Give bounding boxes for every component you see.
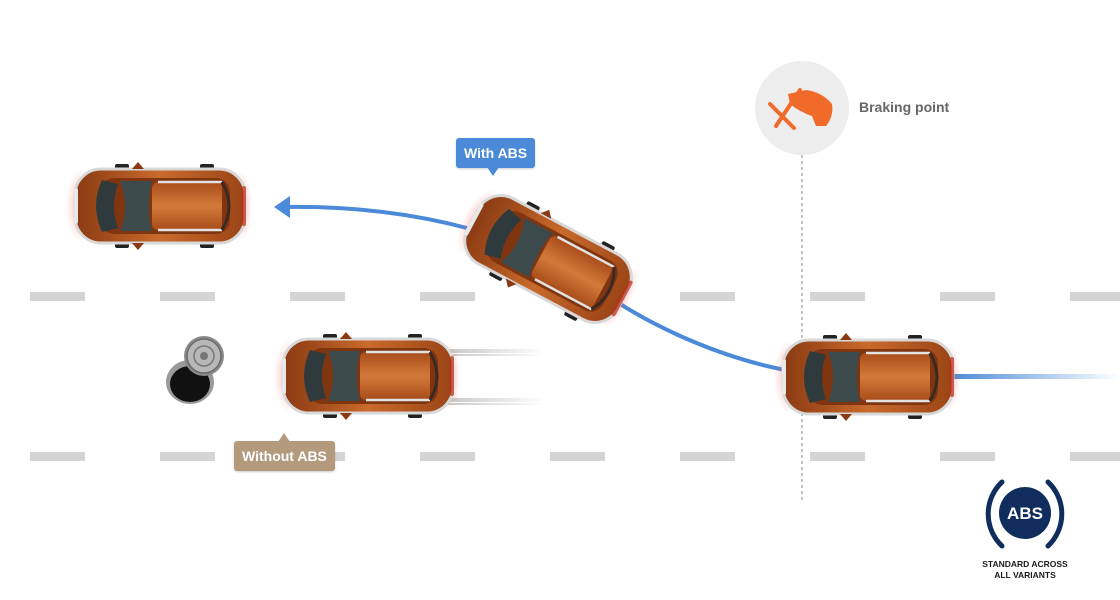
without-abs-callout: Without ABS: [234, 433, 335, 471]
abs-caption-line1: STANDARD ACROSS: [982, 559, 1068, 569]
car-start: [772, 331, 962, 423]
lane-markings: [30, 292, 1120, 461]
brake-pedal-icon: [755, 61, 849, 155]
abs-caption: STANDARD ACROSS ALL VARIANTS: [970, 559, 1080, 581]
with-abs-callout: With ABS: [456, 138, 536, 176]
car-without-abs: [272, 330, 462, 422]
braking-point-label: Braking point: [859, 99, 950, 115]
abs-warning-icon: ABS: [985, 479, 1065, 549]
skid-marks: [440, 349, 545, 405]
manhole-obstacle-icon: [166, 336, 224, 404]
car-with-abs-turning: [442, 174, 652, 343]
abs-path-arrowhead: [274, 196, 290, 218]
abs-path-tail: [950, 374, 1120, 379]
car-with-abs-final: [64, 160, 254, 252]
abs-caption-line2: ALL VARIANTS: [994, 570, 1056, 580]
abs-badge-text: ABS: [1007, 504, 1043, 523]
